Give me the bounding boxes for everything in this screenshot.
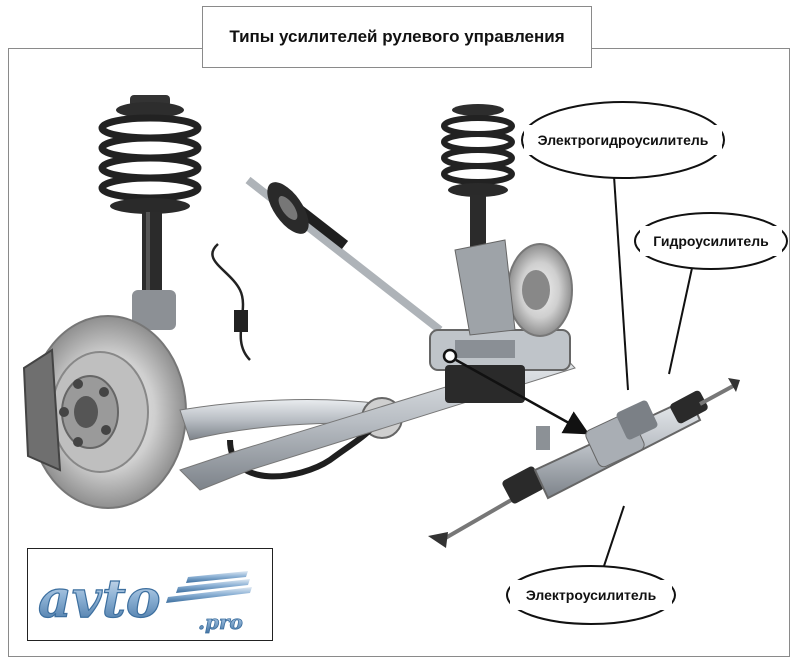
callout-electric: Электроусилитель	[510, 580, 672, 610]
installed-steering-rack	[429, 329, 571, 403]
steering-shaft	[245, 176, 443, 334]
logo-box: avto .pro	[27, 548, 273, 641]
abs-sensor	[234, 310, 248, 332]
abs-sensor-wire	[211, 243, 251, 361]
left-coil-spring	[98, 95, 202, 214]
left-brake-disc	[22, 315, 187, 509]
electrohydraulic-leader	[613, 175, 629, 391]
right-wheel-hub	[454, 239, 573, 337]
callout-electrohydraulic: Электрогидроусилитель	[524, 125, 722, 155]
callout-hydraulic: Гидроусилитель	[640, 226, 782, 256]
electric-leader	[601, 505, 625, 573]
left-strut	[132, 212, 176, 330]
detail-steering-rack	[428, 378, 740, 548]
title-box: Типы усилителей рулевого управления	[202, 6, 592, 68]
logo-suffix: .pro	[198, 610, 243, 634]
detail-arrow	[455, 358, 590, 435]
logo-text: avto	[38, 569, 161, 630]
hydraulic-leader	[668, 267, 693, 375]
avto-pro-logo: avto .pro	[37, 568, 252, 634]
rack-location-marker	[442, 348, 458, 364]
diagram-title: Типы усилителей рулевого управления	[229, 27, 565, 46]
